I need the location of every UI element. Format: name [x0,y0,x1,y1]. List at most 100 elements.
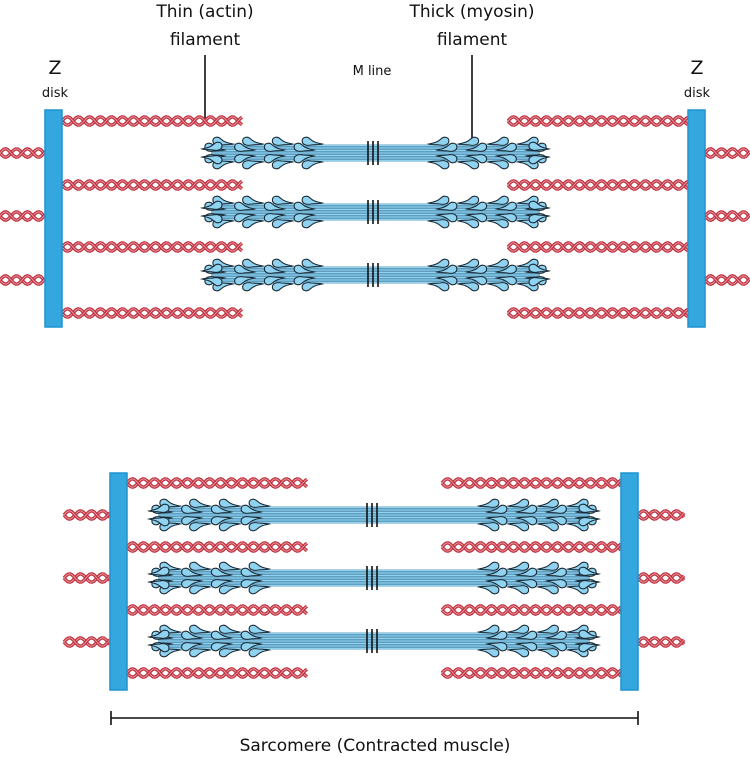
thick-filament-label-line1: Thick (myosin) [408,2,534,22]
myosin-head [544,579,567,589]
thin-filament-label-line2: filament [170,30,241,50]
myosin-head [271,195,295,205]
thin-filament-label-line1: Thin (actin) [155,2,253,22]
actin-strand-highlight [61,308,243,318]
myosin-head-shape [199,214,223,224]
actin-strand-highlight [441,605,622,615]
myosin-head-shape [578,643,602,653]
myosin-head-shape [189,561,212,571]
myosin-head-shape [484,630,508,640]
myosin-head-shape [506,585,530,595]
myosin-head [464,142,488,152]
myosin-head [181,630,204,640]
myosin-head [484,516,508,526]
myosin-head-shape [486,195,509,205]
myosin-head-shape [484,567,508,577]
myosin-head [486,136,509,146]
myosin-head-shape [506,498,530,508]
actin-filament [506,307,690,319]
myosin-head [181,579,204,589]
myosin-head-shape [434,276,458,286]
myosin-head-shape [242,258,265,268]
actin-filament [636,636,686,648]
myosin-head-shape [494,276,517,286]
myosin-head [240,516,264,526]
myosin-head [514,642,538,652]
myosin-head [484,504,508,514]
myosin-head [426,136,450,146]
actin-filament [62,509,112,521]
myosin-head-shape [301,160,325,170]
actin-strand-highlight [704,211,750,221]
myosin-head [484,579,508,589]
actin-strand-highlight [63,510,111,520]
myosin-head-shape [456,282,480,292]
myosin-head [528,214,552,224]
myosin-head [528,155,552,165]
actin-filament [703,274,750,286]
myosin-head-shape [199,263,223,273]
myosin-head [146,517,170,527]
myosin-filament [146,561,602,595]
myosin-head [234,154,257,164]
myosin-head [464,213,488,223]
myosin-head [476,585,500,595]
myosin-head [514,504,538,514]
myosin-head [578,566,602,576]
actin-filament [125,541,309,553]
myosin-head [218,585,242,595]
myosin-head-shape [494,154,517,164]
actin-filament [125,604,309,616]
myosin-head [506,561,530,571]
myosin-head [242,160,265,170]
myosin-head [486,282,509,292]
myosin-head [240,567,264,577]
myosin-head-shape [248,585,272,595]
myosin-head [456,136,480,146]
myosin-head-shape [456,160,480,170]
myosin-head-shape [544,642,567,652]
myosin-head-shape [293,142,317,152]
myosin-head [199,277,223,287]
myosin-head-shape [234,264,257,274]
actin-strand-highlight [126,605,308,615]
myosin-head [189,585,212,595]
myosin-head-shape [218,522,242,532]
myosin-head-shape [514,630,538,640]
myosin-head-shape [210,516,234,526]
myosin-head-shape [248,498,272,508]
myosin-head-shape [544,516,567,526]
myosin-head-shape [536,498,559,508]
myosin-head [456,160,480,170]
myosin-head [234,142,257,152]
myosin-head-shape [514,504,538,514]
myosin-head-shape [506,624,530,634]
myosin-head [189,624,212,634]
myosin-head [536,561,559,571]
actin-filament [125,667,309,679]
myosin-head [464,154,488,164]
myosin-head-shape [146,629,170,639]
myosin-head [528,200,552,210]
myosin-head-shape [146,566,170,576]
actin-strand-highlight [126,542,308,552]
myosin-head [189,561,212,571]
myosin-head [210,504,234,514]
myosin-head-shape [189,498,212,508]
myosin-head-shape [528,214,552,224]
myosin-head-shape [514,567,538,577]
myosin-head-shape [146,517,170,527]
z-disk-right-word: disk [684,86,711,101]
myosin-filament [146,624,602,658]
myosin-head [189,522,212,532]
myosin-head [426,219,450,229]
myosin-head [514,579,538,589]
myosin-head [293,276,317,286]
thick-filament-label-line2: filament [437,30,508,50]
myosin-head-shape [248,522,272,532]
actin-strand-highlight [441,605,622,615]
myosin-head [218,648,242,658]
myosin-head-shape [456,136,480,146]
actin-strand-highlight [61,116,243,126]
myosin-head [293,201,317,211]
